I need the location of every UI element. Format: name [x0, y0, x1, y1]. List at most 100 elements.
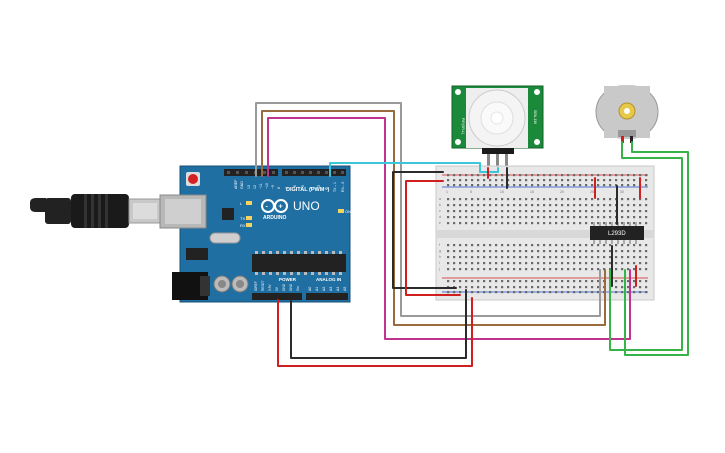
breadboard-hole[interactable] [579, 210, 582, 213]
breadboard-hole[interactable] [591, 262, 594, 265]
breadboard-hole[interactable] [609, 262, 612, 265]
breadboard-hole[interactable] [597, 184, 600, 187]
breadboard-hole[interactable] [537, 262, 540, 265]
breadboard-hole[interactable] [501, 268, 504, 271]
breadboard-hole[interactable] [507, 256, 510, 259]
breadboard-hole[interactable] [453, 250, 456, 253]
motor-terminal-2[interactable] [630, 136, 633, 143]
breadboard-hole[interactable] [501, 204, 504, 207]
breadboard-hole[interactable] [447, 174, 450, 177]
breadboard-hole[interactable] [483, 268, 486, 271]
breadboard-hole[interactable] [645, 262, 648, 265]
breadboard-hole[interactable] [561, 262, 564, 265]
breadboard-hole[interactable] [513, 210, 516, 213]
breadboard-hole[interactable] [603, 262, 606, 265]
breadboard-hole[interactable] [519, 184, 522, 187]
breadboard-hole[interactable] [543, 244, 546, 247]
breadboard-hole[interactable] [609, 184, 612, 187]
breadboard-hole[interactable] [501, 286, 504, 289]
breadboard-hole[interactable] [537, 268, 540, 271]
breadboard-hole[interactable] [489, 174, 492, 177]
breadboard-hole[interactable] [561, 268, 564, 271]
breadboard-hole[interactable] [465, 268, 468, 271]
breadboard-hole[interactable] [489, 268, 492, 271]
breadboard-hole[interactable] [639, 256, 642, 259]
breadboard-hole[interactable] [495, 204, 498, 207]
breadboard-hole[interactable] [519, 222, 522, 225]
breadboard-hole[interactable] [519, 286, 522, 289]
breadboard-hole[interactable] [591, 210, 594, 213]
breadboard-hole[interactable] [579, 291, 582, 294]
breadboard-hole[interactable] [615, 268, 618, 271]
breadboard-hole[interactable] [477, 244, 480, 247]
breadboard-hole[interactable] [573, 244, 576, 247]
breadboard-hole[interactable] [555, 210, 558, 213]
breadboard-hole[interactable] [471, 198, 474, 201]
breadboard-hole[interactable] [483, 179, 486, 182]
breadboard-hole[interactable] [459, 256, 462, 259]
breadboard-hole[interactable] [645, 179, 648, 182]
breadboard-hole[interactable] [489, 204, 492, 207]
breadboard-hole[interactable] [621, 216, 624, 219]
breadboard-hole[interactable] [447, 256, 450, 259]
breadboard-hole[interactable] [645, 244, 648, 247]
breadboard-hole[interactable] [477, 204, 480, 207]
breadboard-hole[interactable] [555, 244, 558, 247]
breadboard-hole[interactable] [621, 222, 624, 225]
breadboard-hole[interactable] [525, 244, 528, 247]
breadboard-hole[interactable] [465, 222, 468, 225]
breadboard-hole[interactable] [507, 184, 510, 187]
breadboard-hole[interactable] [639, 286, 642, 289]
breadboard-hole[interactable] [453, 244, 456, 247]
breadboard-hole[interactable] [483, 262, 486, 265]
breadboard-hole[interactable] [537, 210, 540, 213]
breadboard-hole[interactable] [507, 179, 510, 182]
breadboard-hole[interactable] [603, 204, 606, 207]
breadboard-hole[interactable] [597, 204, 600, 207]
pir-pin-gnd[interactable] [505, 154, 508, 168]
breadboard-hole[interactable] [465, 184, 468, 187]
breadboard-hole[interactable] [489, 222, 492, 225]
breadboard-hole[interactable] [591, 204, 594, 207]
wire-magenta[interactable] [267, 117, 631, 340]
breadboard-hole[interactable] [453, 179, 456, 182]
breadboard-hole[interactable] [501, 222, 504, 225]
breadboard-hole[interactable] [465, 244, 468, 247]
breadboard-hole[interactable] [489, 256, 492, 259]
wire-green-motor-1[interactable] [609, 141, 683, 351]
breadboard-hole[interactable] [453, 256, 456, 259]
breadboard-hole[interactable] [495, 262, 498, 265]
breadboard-hole[interactable] [471, 268, 474, 271]
breadboard-hole[interactable] [591, 268, 594, 271]
breadboard-hole[interactable] [621, 174, 624, 177]
breadboard-hole[interactable] [567, 222, 570, 225]
breadboard-hole[interactable] [609, 174, 612, 177]
breadboard-hole[interactable] [579, 198, 582, 201]
breadboard-hole[interactable] [531, 250, 534, 253]
breadboard-hole[interactable] [531, 286, 534, 289]
breadboard-hole[interactable] [579, 280, 582, 283]
breadboard-hole[interactable] [447, 210, 450, 213]
breadboard-hole[interactable] [465, 286, 468, 289]
breadboard-hole[interactable] [585, 256, 588, 259]
breadboard-hole[interactable] [645, 216, 648, 219]
breadboard-hole[interactable] [555, 179, 558, 182]
breadboard-hole[interactable] [645, 184, 648, 187]
breadboard-hole[interactable] [567, 262, 570, 265]
breadboard-hole[interactable] [477, 291, 480, 294]
breadboard-hole[interactable] [537, 222, 540, 225]
breadboard-hole[interactable] [501, 198, 504, 201]
breadboard-hole[interactable] [477, 268, 480, 271]
breadboard-hole[interactable] [555, 222, 558, 225]
breadboard-hole[interactable] [519, 204, 522, 207]
breadboard-hole[interactable] [513, 268, 516, 271]
breadboard-hole[interactable] [447, 268, 450, 271]
breadboard-hole[interactable] [471, 216, 474, 219]
breadboard-hole[interactable] [633, 286, 636, 289]
breadboard-hole[interactable] [495, 222, 498, 225]
breadboard-hole[interactable] [453, 210, 456, 213]
breadboard-hole[interactable] [531, 184, 534, 187]
breadboard-hole[interactable] [477, 179, 480, 182]
breadboard-hole[interactable] [573, 184, 576, 187]
breadboard-hole[interactable] [621, 268, 624, 271]
